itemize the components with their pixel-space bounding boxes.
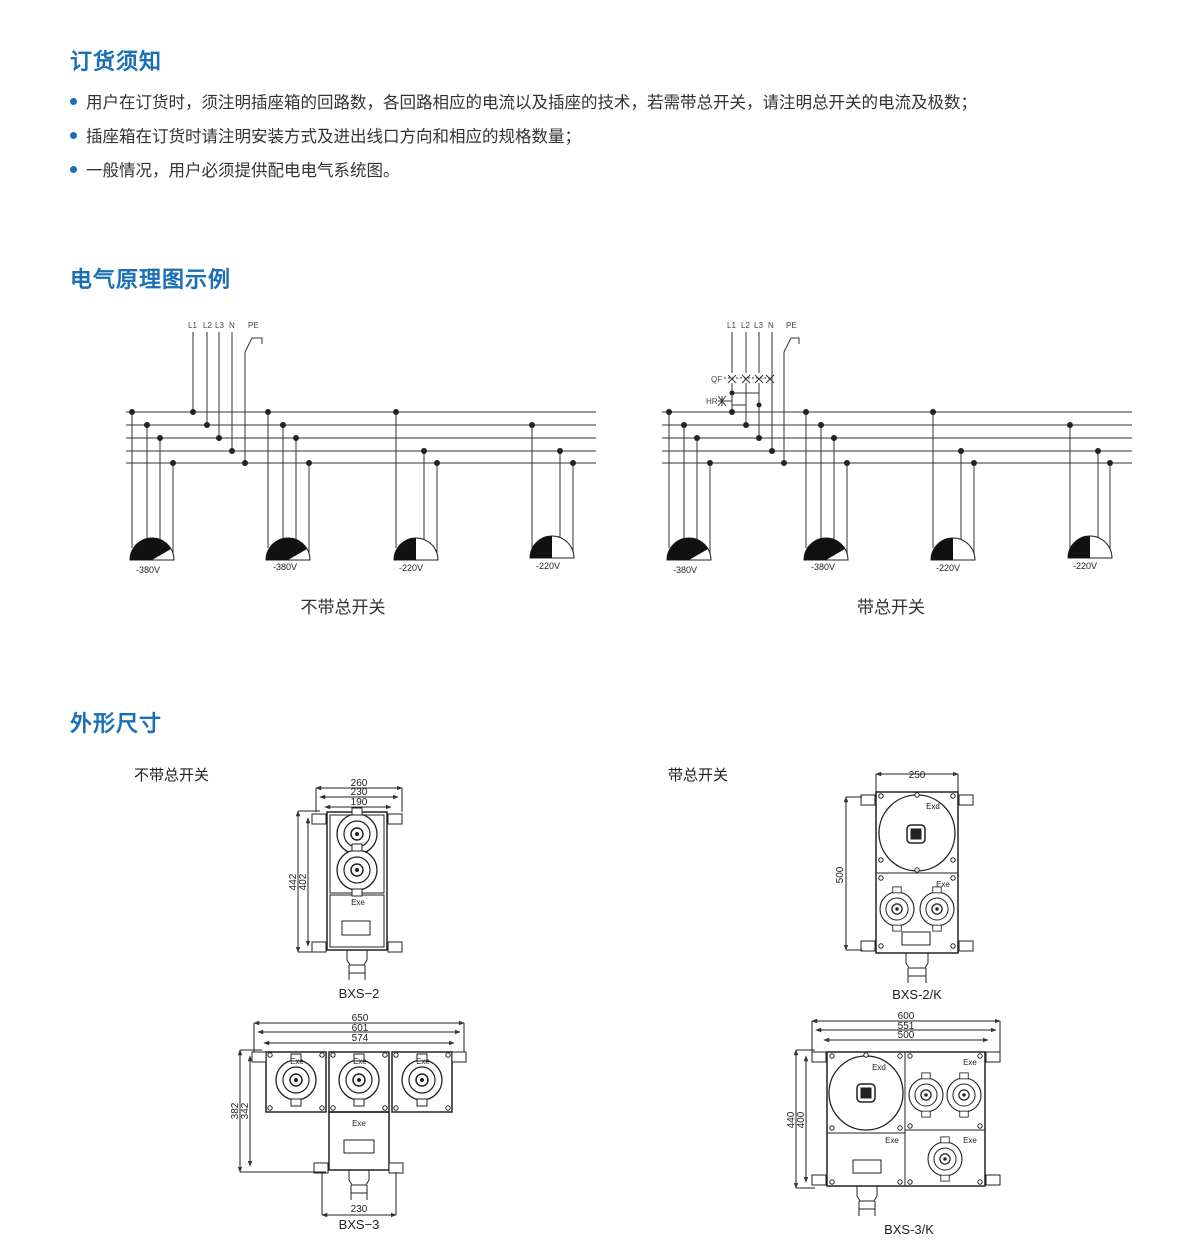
rating-label: Exe xyxy=(963,1058,977,1067)
schematic-right xyxy=(662,332,1132,556)
ordering-item: 一般情况，用户必须提供配电电气系统图。 xyxy=(70,152,1170,186)
bus-label: N xyxy=(229,321,235,330)
rating-label: Exe xyxy=(290,1057,304,1066)
model-name: BXS-2/K xyxy=(892,987,942,1002)
voltage-label: -220V xyxy=(399,563,423,573)
bus-label: PE xyxy=(786,321,797,330)
socket-symbols xyxy=(129,535,575,561)
dim-width: 250 xyxy=(909,770,926,781)
socket-face-icon xyxy=(919,886,955,932)
schematic-caption-left: 不带总开关 xyxy=(301,598,386,618)
dim-height: 342 xyxy=(240,1102,251,1119)
model-name: BXS−2 xyxy=(339,986,380,1001)
drawing-bxs3 xyxy=(237,1020,467,1218)
bus-label: L1 xyxy=(188,321,197,330)
bus-label: L3 xyxy=(215,321,224,330)
socket-symbols xyxy=(666,535,1113,561)
dim-height: 442 xyxy=(288,873,299,890)
voltage-label: -220V xyxy=(536,561,560,571)
switch-label: HR xyxy=(706,397,718,406)
dim-width: 190 xyxy=(351,797,368,808)
socket-face-icon xyxy=(946,1072,982,1118)
dim-width: 650 xyxy=(352,1013,369,1024)
junction-dots xyxy=(666,390,1113,466)
rating-label: Exe xyxy=(963,1136,977,1145)
rating-label: Exd xyxy=(872,1063,886,1072)
model-name: BXS-3/K xyxy=(884,1222,934,1237)
ordering-item-text: 用户在订货时，须注明插座箱的回路数，各回路相应的电流以及插座的技术，若需带总开关… xyxy=(86,93,977,112)
rating-label: Exe xyxy=(885,1136,899,1145)
schematic-caption-right: 带总开关 xyxy=(857,598,925,618)
bullet-icon xyxy=(70,165,77,173)
rating-label: Exe xyxy=(416,1057,430,1066)
junction-dots xyxy=(129,409,576,466)
rating-label: Exe xyxy=(351,898,365,907)
dim-height: 402 xyxy=(298,873,309,890)
model-name: BXS−3 xyxy=(339,1217,380,1232)
voltage-label: -220V xyxy=(936,563,960,573)
socket-face-icon xyxy=(927,1136,963,1182)
dim-width: 500 xyxy=(898,1030,915,1041)
schematic-title: 电气原理图示例 xyxy=(70,268,232,293)
voltage-label: -220V xyxy=(1073,561,1097,571)
dim-bottom: 230 xyxy=(351,1204,368,1215)
bus-label: PE xyxy=(248,321,259,330)
schematic-diagrams: L1 L2 L3 N PE -380V -380V -220V -220V 不带… xyxy=(126,321,1132,618)
rating-label: Exe xyxy=(936,880,950,889)
dim-width: 230 xyxy=(351,787,368,798)
dim-width: 601 xyxy=(352,1023,369,1034)
rating-label: Exd xyxy=(926,802,940,811)
bus-label: L2 xyxy=(741,321,750,330)
dim-height: 400 xyxy=(796,1111,807,1128)
dim-width: 551 xyxy=(898,1021,915,1032)
dim-width: 260 xyxy=(351,778,368,789)
switch-label: QF xyxy=(711,375,722,384)
voltage-label: -380V xyxy=(136,565,160,575)
dim-width: 600 xyxy=(898,1011,915,1022)
voltage-label: -380V xyxy=(811,562,835,572)
ordering-item-text: 插座箱在订货时请注明安装方式及进出线口方向和相应的规格数量； xyxy=(86,127,581,146)
dimensions-left-heading: 不带总开关 xyxy=(134,766,209,784)
bullet-icon xyxy=(70,97,77,105)
dimensions-title: 外形尺寸 xyxy=(70,712,163,737)
drawing-bxs2k xyxy=(843,771,974,983)
bus-label: N xyxy=(768,321,774,330)
schematic-left xyxy=(126,332,596,556)
bus-label: L3 xyxy=(754,321,763,330)
voltage-label: -380V xyxy=(673,565,697,575)
bus-label: L1 xyxy=(727,321,736,330)
ordering-item: 插座箱在订货时请注明安装方式及进出线口方向和相应的规格数量； xyxy=(70,118,1170,152)
ordering-list: 用户在订货时，须注明插座箱的回路数，各回路相应的电流以及插座的技术，若需带总开关… xyxy=(70,84,1170,186)
ordering-item: 用户在订货时，须注明插座箱的回路数，各回路相应的电流以及插座的技术，若需带总开关… xyxy=(70,84,1170,118)
dimension-drawings: 不带总开关 带总开关 260 230 190 442 402 Exe BXS−2 xyxy=(134,766,1001,1237)
dim-height: 500 xyxy=(835,866,846,883)
drawing-bxs3k xyxy=(793,1018,1001,1216)
bus-label: L2 xyxy=(203,321,212,330)
rating-label: Exe xyxy=(352,1119,366,1128)
socket-face-icon xyxy=(336,843,378,897)
dim-height: 440 xyxy=(786,1111,797,1128)
ordering-item-text: 一般情况，用户必须提供配电电气系统图。 xyxy=(86,161,400,180)
ordering-title: 订货须知 xyxy=(70,50,163,75)
dim-width: 574 xyxy=(352,1033,369,1044)
dimensions-right-heading: 带总开关 xyxy=(668,766,728,784)
dim-height: 382 xyxy=(230,1102,241,1119)
rating-label: Exe xyxy=(353,1057,367,1066)
voltage-label: -380V xyxy=(273,562,297,572)
socket-face-icon xyxy=(908,1072,944,1118)
bullet-icon xyxy=(70,131,77,139)
socket-face-icon xyxy=(879,886,915,932)
